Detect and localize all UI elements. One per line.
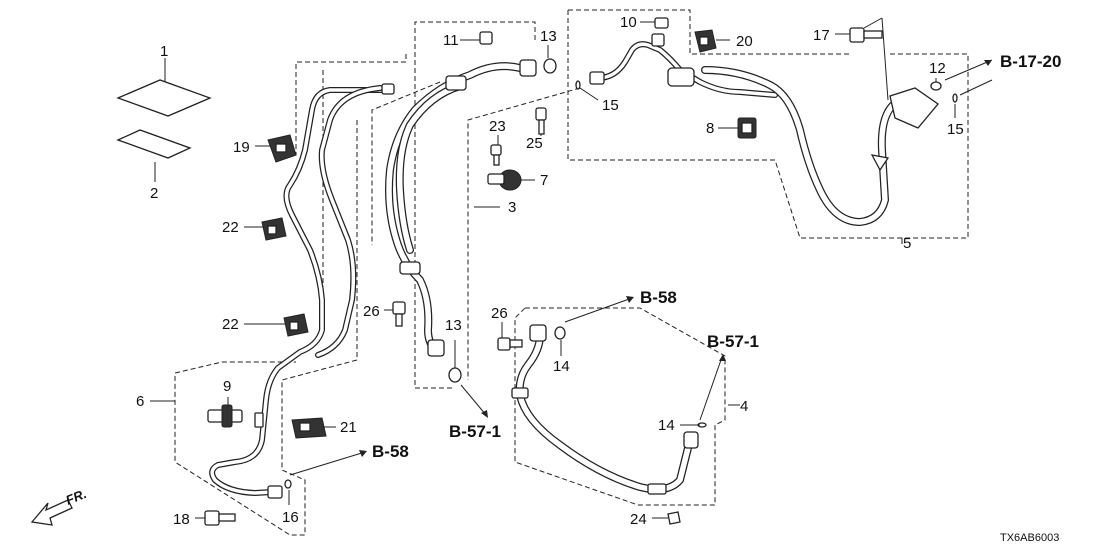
ref-b-58-top: B-58 bbox=[640, 288, 677, 307]
part-4-hose bbox=[511, 324, 699, 495]
ref-b-57-1-right: B-57-1 bbox=[707, 332, 759, 351]
callout-6: 6 bbox=[136, 393, 144, 410]
ref-b-57-1-mid: B-57-1 bbox=[449, 422, 501, 441]
outline-part-5-top bbox=[568, 9, 850, 55]
part-7-sensor bbox=[487, 169, 522, 191]
callout-13-top: 13 bbox=[540, 28, 557, 45]
callout-22-lower: 22 bbox=[222, 316, 239, 333]
part-10-cap bbox=[654, 17, 669, 29]
callout-18: 18 bbox=[173, 511, 190, 528]
outline-part-3 bbox=[414, 21, 536, 389]
leader-lines bbox=[150, 17, 993, 519]
small-parts bbox=[204, 17, 958, 526]
outline-part-6-b bbox=[174, 120, 358, 536]
outline-part-3-left bbox=[371, 81, 441, 245]
part-15-ring-left bbox=[575, 80, 581, 90]
callout-2: 2 bbox=[150, 185, 158, 202]
outline-part-4 bbox=[514, 307, 726, 506]
callout-17: 17 bbox=[813, 27, 830, 44]
callout-15-left: 15 bbox=[602, 97, 619, 114]
part-25-bolt bbox=[535, 107, 547, 135]
part-19-clamp bbox=[267, 134, 297, 163]
part-2-sheet bbox=[116, 129, 192, 159]
callout-3: 3 bbox=[508, 199, 516, 216]
callout-20: 20 bbox=[736, 33, 753, 50]
part-3-hose bbox=[385, 59, 537, 357]
part-8-bracket bbox=[737, 117, 757, 139]
front-label: FR. bbox=[64, 486, 89, 508]
callout-21: 21 bbox=[340, 419, 357, 436]
callout-14-right: 14 bbox=[658, 417, 675, 434]
callout-13-bottom: 13 bbox=[445, 317, 462, 334]
callout-4: 4 bbox=[740, 398, 748, 415]
callout-24: 24 bbox=[630, 511, 647, 528]
diagram-code: TX6AB6003 bbox=[1000, 532, 1059, 544]
part-14-ring-top bbox=[554, 326, 566, 340]
part-6-pipe bbox=[209, 83, 395, 499]
part-9-clip bbox=[207, 404, 243, 428]
part-11-cap bbox=[479, 31, 493, 45]
part-21-clamp bbox=[291, 417, 327, 439]
callout-22-upper: 22 bbox=[222, 219, 239, 236]
part-13-o-ring-bottom bbox=[448, 367, 462, 383]
callout-7: 7 bbox=[540, 172, 548, 189]
part-12-ring bbox=[930, 81, 942, 91]
part-16-ring bbox=[284, 479, 292, 489]
part-1-sheet bbox=[116, 79, 212, 117]
part-26-bolt-right bbox=[497, 337, 523, 351]
reference-labels: B-17-20 B-58 B-58 B-57-1 B-57-1 bbox=[372, 52, 1061, 461]
part-20-clamp bbox=[694, 29, 717, 53]
callout-11: 11 bbox=[443, 32, 459, 49]
callout-16: 16 bbox=[282, 509, 299, 526]
callout-25: 25 bbox=[526, 135, 543, 152]
callout-23: 23 bbox=[489, 118, 506, 135]
part-23-bolt bbox=[490, 144, 502, 166]
outline-part-3-inner bbox=[467, 87, 581, 380]
callout-19: 19 bbox=[233, 139, 250, 156]
ref-b-58-left: B-58 bbox=[372, 442, 409, 461]
part-5-pipe bbox=[589, 41, 939, 226]
part-22-clamp-lower bbox=[283, 313, 309, 337]
part-26-bolt-left bbox=[392, 301, 406, 327]
callout-26-left: 26 bbox=[363, 303, 380, 320]
callout-15-right: 15 bbox=[947, 121, 964, 138]
ref-b-17-20: B-17-20 bbox=[1000, 52, 1061, 71]
part-24-clip bbox=[667, 511, 681, 525]
callout-1: 1 bbox=[160, 43, 168, 60]
callout-12: 12 bbox=[929, 60, 946, 77]
callout-5: 5 bbox=[903, 235, 911, 252]
callout-14-top: 14 bbox=[553, 358, 570, 375]
part-17-bolt bbox=[849, 27, 883, 43]
callout-labels: 1 2 3 4 5 6 7 8 9 10 11 12 13 13 14 14 1… bbox=[136, 14, 964, 528]
callout-9: 9 bbox=[223, 378, 231, 395]
part-13-o-ring-top bbox=[543, 58, 557, 74]
callout-10: 10 bbox=[620, 14, 637, 31]
callout-26-right: 26 bbox=[491, 305, 508, 322]
part-22-clamp-upper bbox=[261, 217, 287, 241]
part-15-ring-right bbox=[952, 93, 958, 103]
callout-8: 8 bbox=[706, 120, 714, 137]
outline-part-6 bbox=[295, 54, 407, 155]
part-18-bolt bbox=[204, 510, 236, 526]
front-direction-arrow: FR. bbox=[30, 486, 89, 526]
